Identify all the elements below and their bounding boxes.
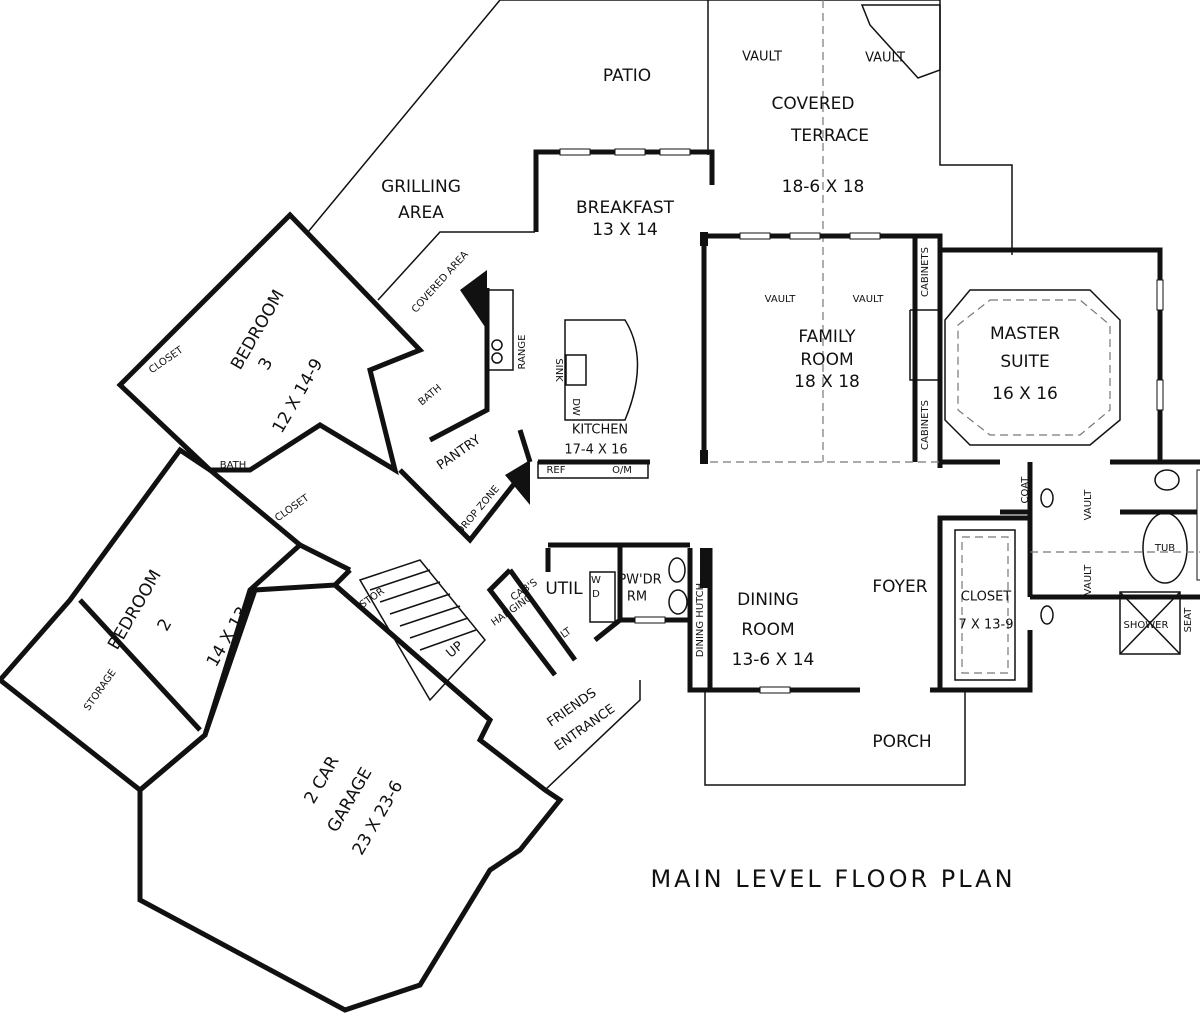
dining-hutch-label: DINING HUTCH bbox=[695, 583, 706, 657]
vault-label: VAULT bbox=[853, 294, 885, 305]
grilling-area-label: GRILLING bbox=[381, 177, 461, 197]
closet-label: CLOSET bbox=[961, 590, 1012, 605]
powder-room-label: RM bbox=[627, 590, 647, 605]
vault-label: VAULT bbox=[1083, 489, 1094, 521]
covered-area-label: COVERED AREA bbox=[410, 249, 471, 315]
shower-label: SHOWER bbox=[1124, 620, 1169, 631]
vault-label: VAULT bbox=[1083, 564, 1094, 596]
covered-terrace-label: COVERED bbox=[772, 94, 855, 114]
dryer-label: D bbox=[592, 589, 600, 600]
family-room-size: 18 X 18 bbox=[794, 372, 860, 392]
storage-label: STORAGE bbox=[82, 668, 118, 713]
bath-label: BATH bbox=[220, 460, 247, 471]
kitchen-size: 17-4 X 16 bbox=[564, 443, 627, 458]
kitchen-label: KITCHEN bbox=[572, 423, 628, 438]
bedroom3-number: 3 bbox=[255, 354, 278, 373]
range-label: RANGE bbox=[517, 335, 528, 370]
bedroom2-number: 2 bbox=[154, 615, 177, 634]
family-room-label: FAMILY bbox=[798, 327, 856, 347]
windows bbox=[559, 148, 1200, 694]
fixtures bbox=[358, 232, 1200, 702]
vault-label: VAULT bbox=[865, 51, 905, 66]
grilling-area-label: AREA bbox=[398, 203, 444, 223]
cabinets-label: CABINETS bbox=[920, 247, 931, 297]
outdoor-outlines bbox=[307, 0, 1013, 791]
foyer-label: FOYER bbox=[872, 577, 927, 597]
pantry-label: PANTRY bbox=[434, 433, 483, 474]
dishwasher-label: DW bbox=[570, 398, 581, 416]
sink-label: SINK bbox=[553, 358, 564, 382]
breakfast-label: BREAKFAST bbox=[576, 198, 675, 218]
master-suite-size: 16 X 16 bbox=[992, 384, 1058, 404]
garage-label: 2 CAR bbox=[300, 753, 343, 808]
vault-label: VAULT bbox=[742, 50, 782, 65]
master-suite-label: MASTER bbox=[990, 324, 1060, 344]
closet-label: CLOSET bbox=[273, 492, 312, 524]
washer-label: W bbox=[591, 575, 601, 586]
closet-size: 7 X 13-9 bbox=[959, 618, 1014, 633]
family-room-label: ROOM bbox=[800, 350, 853, 370]
powder-room-label: PW'DR bbox=[618, 573, 661, 588]
coat-closet-label: COAT bbox=[1020, 476, 1031, 504]
seat-label: SEAT bbox=[1183, 607, 1194, 633]
dining-room-label: ROOM bbox=[741, 620, 794, 640]
porch-label: PORCH bbox=[872, 732, 931, 752]
covered-terrace-size: 18-6 X 18 bbox=[782, 177, 865, 197]
tub-label: TUB bbox=[1154, 543, 1175, 554]
dining-room-size: 13-6 X 14 bbox=[732, 650, 815, 670]
covered-terrace-label: TERRACE bbox=[790, 126, 869, 146]
walls bbox=[0, 149, 1200, 1013]
stair-up-label: UP bbox=[444, 639, 467, 662]
oven-microwave-label: O/M bbox=[612, 465, 632, 476]
bedroom2-label: BEDROOM bbox=[104, 567, 166, 654]
util-label: UTIL bbox=[545, 579, 583, 599]
patio-label: PATIO bbox=[603, 66, 651, 86]
ref-label: REF bbox=[546, 465, 565, 476]
plan-title: MAIN LEVEL FLOOR PLAN bbox=[650, 865, 1015, 893]
master-suite-label: SUITE bbox=[1000, 352, 1049, 372]
cabinets-label: CABINETS bbox=[920, 400, 931, 450]
vault-label: VAULT bbox=[765, 294, 797, 305]
breakfast-size: 13 X 14 bbox=[592, 220, 658, 240]
dining-room-label: DINING bbox=[737, 590, 799, 610]
stair-treads bbox=[358, 559, 486, 702]
bath-label: BATH bbox=[417, 383, 444, 409]
